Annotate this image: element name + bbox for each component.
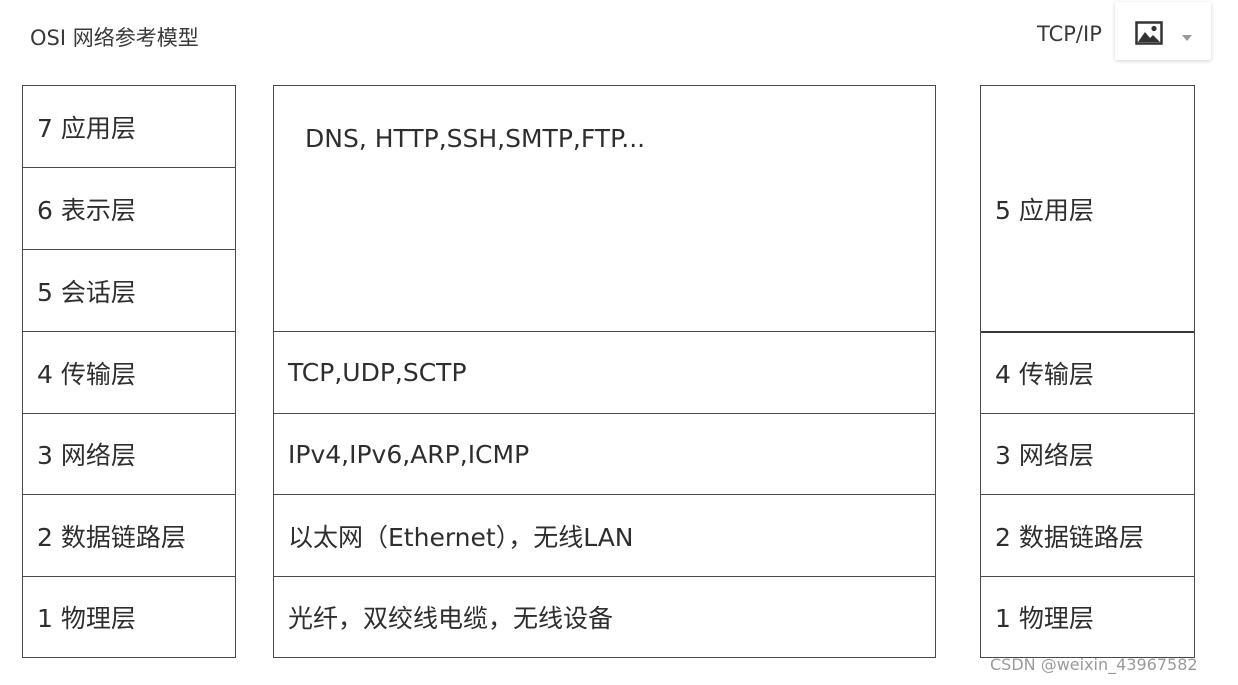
tcpip-layer-3: 3 网络层 [981, 413, 1194, 494]
network-protocols: IPv4,IPv6,ARP,ICMP [274, 413, 935, 494]
osi-layer-6: 6 表示层 [23, 167, 235, 249]
transport-protocols: TCP,UDP,SCTP [274, 331, 935, 413]
image-icon [1135, 21, 1163, 49]
tcpip-layer-4: 4 传输层 [981, 331, 1194, 413]
osi-layer-column: 7 应用层 6 表示层 5 会话层 4 传输层 3 网络层 2 数据链路层 1 … [22, 85, 236, 658]
tcpip-layer-column: 5 应用层 4 传输层 3 网络层 2 数据链路层 1 物理层 [980, 85, 1195, 658]
tcpip-model-title: TCP/IP [1037, 22, 1102, 46]
image-options-button[interactable] [1115, 2, 1211, 60]
watermark: CSDN @weixin_43967582 [990, 655, 1198, 674]
osi-layer-3: 3 网络层 [23, 413, 235, 494]
tcpip-layer-5: 5 应用层 [995, 195, 1094, 225]
physical-media: 光纤，双绞线电缆，无线设备 [274, 576, 935, 656]
data-link-protocols: 以太网（Ethernet），无线LAN [274, 494, 935, 576]
osi-model-title: OSI 网络参考模型 [30, 26, 199, 50]
osi-layer-5: 5 会话层 [23, 249, 235, 331]
protocol-column: DNS, HTTP,SSH,SMTP,FTP... TCP,UDP,SCTP I… [273, 85, 936, 658]
osi-layer-4: 4 传输层 [23, 331, 235, 413]
tcpip-layer-2: 2 数据链路层 [981, 494, 1194, 576]
application-protocols: DNS, HTTP,SSH,SMTP,FTP... [305, 124, 646, 153]
osi-layer-2: 2 数据链路层 [23, 494, 235, 576]
caret-down-icon [1182, 26, 1192, 45]
osi-layer-1: 1 物理层 [23, 576, 235, 656]
tcpip-layer-1: 1 物理层 [981, 576, 1194, 656]
osi-layer-7: 7 应用层 [37, 113, 136, 143]
